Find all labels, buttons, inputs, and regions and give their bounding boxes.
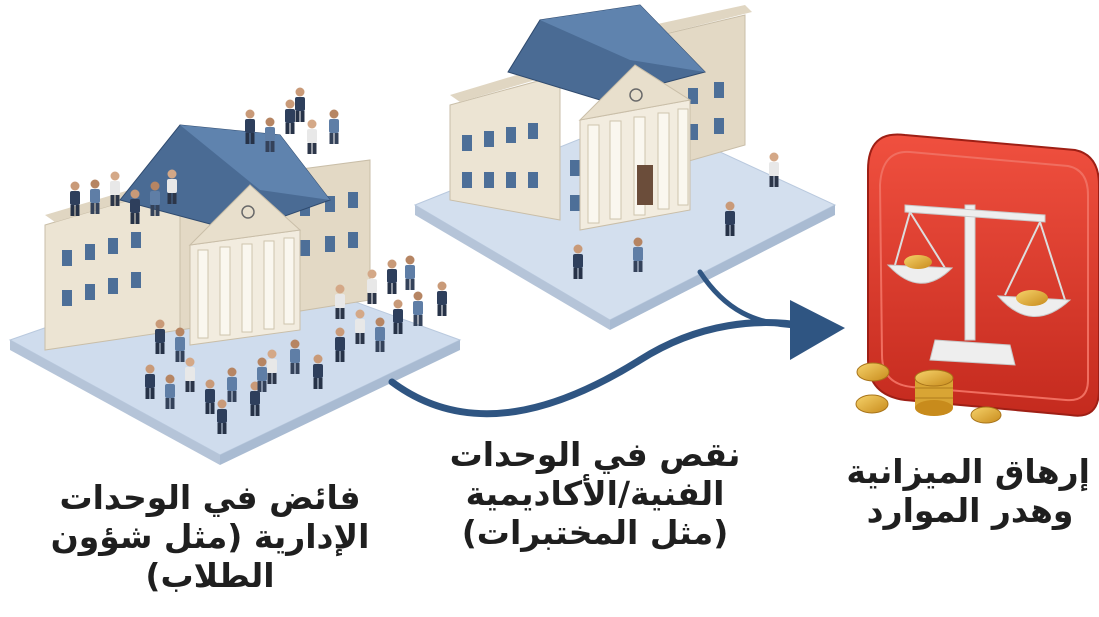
admin-building-crowded [8, 87, 462, 465]
shortage-caption: نقص في الوحدات الفنية/الأكاديمية (مثل ال… [430, 435, 760, 552]
curved-arrow-icon [388, 269, 845, 418]
coin-stack-icon [855, 362, 1002, 424]
outcome-caption: إرهاق الميزانية وهدر الموارد [846, 452, 1090, 530]
balance-scale-icon [886, 204, 1072, 366]
outcome-caption-line: إرهاق الميزانية [846, 452, 1090, 491]
shortage-caption-line: (مثل المختبرات) [461, 513, 729, 552]
outcome-caption-line: وهدر الموارد [866, 491, 1074, 530]
surplus-caption-line: الإدارية (مثل شؤون [50, 517, 370, 556]
surplus-caption-line: الطلاب) [145, 556, 275, 595]
surplus-caption: فائض في الوحدات الإدارية (مثل شؤون الطلا… [40, 478, 380, 595]
shortage-caption-line: نقص في الوحدات [449, 435, 741, 474]
budget-strain-sign [867, 133, 1099, 417]
surplus-caption-line: فائض في الوحدات [59, 478, 361, 517]
shortage-caption-line: الفنية/الأكاديمية [465, 474, 725, 513]
academic-building-empty [413, 4, 837, 330]
